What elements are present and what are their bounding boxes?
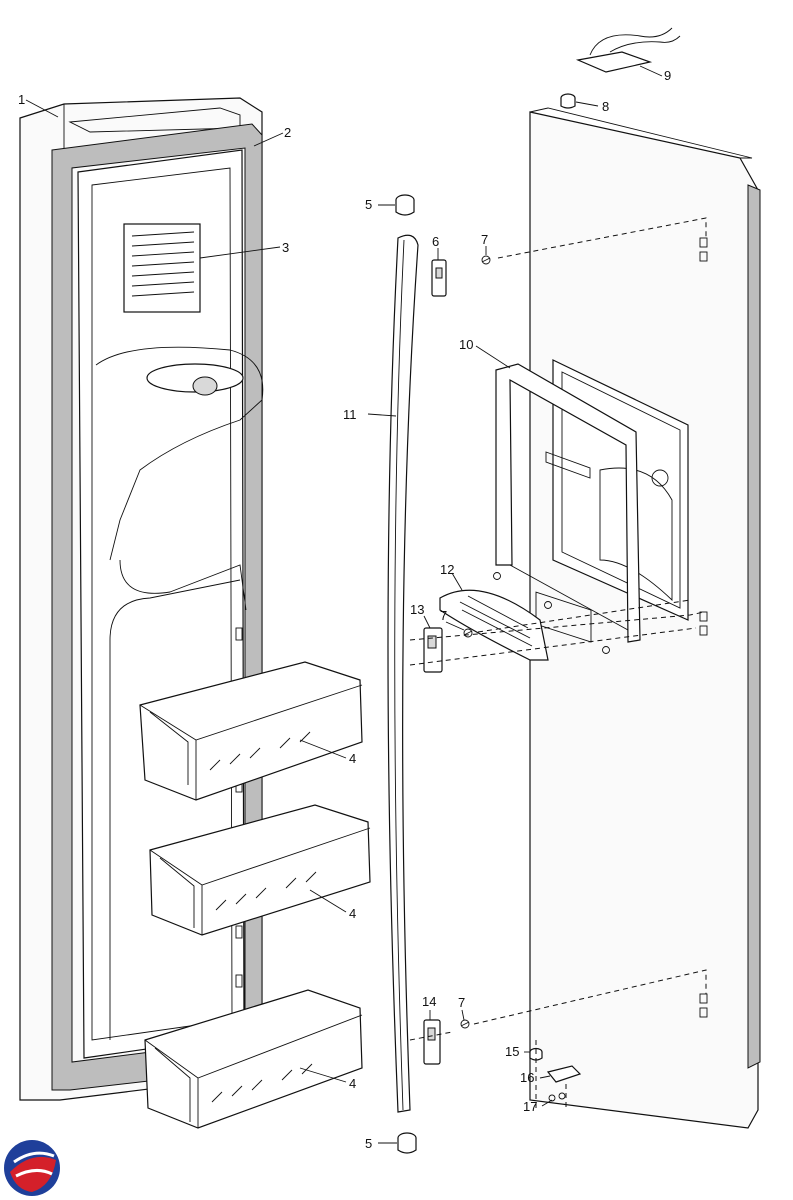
door-bin-upper — [139, 661, 363, 801]
callout-2: 2 — [284, 125, 291, 140]
callout-9: 9 — [664, 68, 671, 83]
leader-lines — [25, 65, 663, 1144]
handle-bracket-lower — [423, 1019, 441, 1065]
handle-cap-bottom — [397, 1132, 417, 1154]
drip-tray — [439, 589, 549, 661]
callout-4-lower-bin: 4 — [349, 1076, 356, 1091]
door-handle — [387, 234, 419, 1113]
callout-7-upper: 7 — [481, 232, 488, 247]
callout-1: 1 — [18, 92, 25, 107]
callout-17: 17 — [523, 1099, 537, 1114]
dispenser-cover — [495, 363, 641, 643]
callout-10: 10 — [459, 337, 473, 352]
handle-bracket-upper — [431, 259, 447, 297]
callout-8: 8 — [602, 99, 609, 114]
callout-15: 15 — [505, 1044, 519, 1059]
callout-5-top: 5 — [365, 197, 372, 212]
door-liner-assembly — [19, 97, 264, 1101]
door-bin-middle — [149, 804, 371, 936]
callout-13: 13 — [410, 602, 424, 617]
handle-cap-top — [395, 194, 415, 216]
outer-door-panel — [529, 107, 761, 1129]
screws — [460, 255, 491, 1029]
callout-4-upper-bin: 4 — [349, 751, 356, 766]
brand-logo — [4, 1140, 60, 1196]
door-bin-lower — [144, 989, 363, 1129]
callout-4-middle-bin: 4 — [349, 906, 356, 921]
handle-bracket-middle — [423, 627, 443, 673]
callout-5-bottom: 5 — [365, 1136, 372, 1151]
callout-3: 3 — [282, 240, 289, 255]
dispenser-screws — [493, 572, 610, 654]
top-hinge-wire-harness — [575, 27, 681, 73]
hinge-pin — [560, 93, 576, 109]
callout-14: 14 — [422, 994, 436, 1009]
callout-7-lower: 7 — [458, 995, 465, 1010]
callout-12: 12 — [440, 562, 454, 577]
callout-16: 16 — [520, 1070, 534, 1085]
callout-6: 6 — [432, 234, 439, 249]
instruction-label — [123, 223, 201, 313]
callout-11: 11 — [343, 407, 357, 422]
assembly-guide-lines — [409, 217, 707, 1110]
callout-7-middle: 7 — [440, 608, 447, 623]
